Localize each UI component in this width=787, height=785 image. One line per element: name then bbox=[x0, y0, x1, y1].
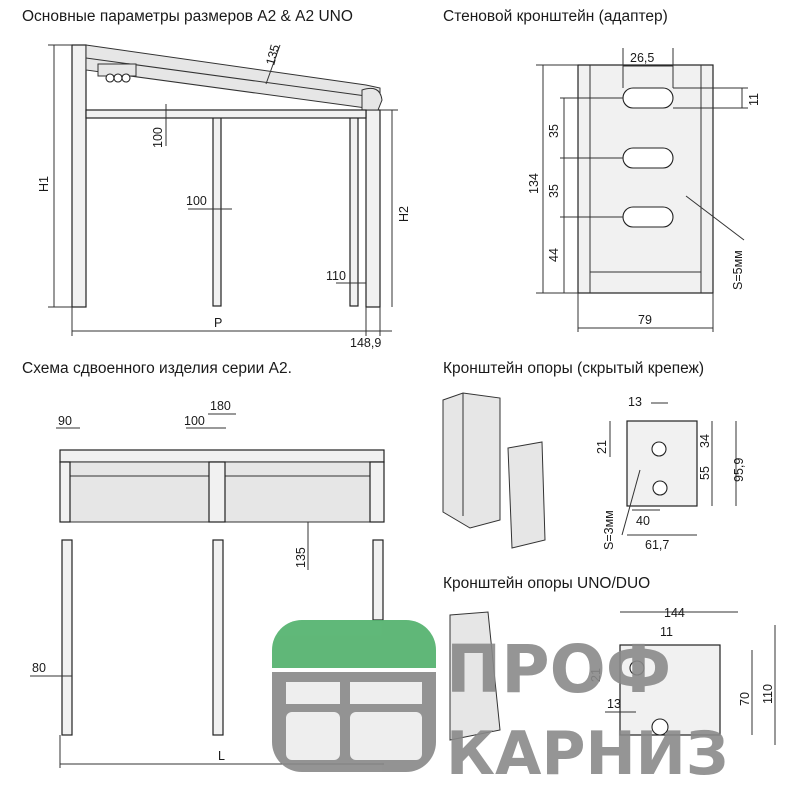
dim-hidden-40: 40 bbox=[636, 514, 650, 528]
dim-wall-35-b: 35 bbox=[547, 184, 561, 198]
logo-green-top bbox=[272, 620, 436, 668]
logo-word-bottom: КАРНИЗ bbox=[446, 719, 729, 785]
side-view-drawing: 135 100 100 H1 H2 110 P 148,9 bbox=[37, 43, 411, 350]
dim-double-135: 135 bbox=[294, 547, 308, 568]
slot-top bbox=[622, 87, 674, 109]
uno-bracket-front bbox=[619, 644, 721, 736]
dim-hidden-thickness: S=3мм bbox=[602, 510, 616, 550]
post-left bbox=[61, 539, 73, 736]
top-rail bbox=[59, 449, 385, 463]
dim-side-100-vertical: 100 bbox=[151, 127, 165, 148]
title-support-bracket-uno: Кронштейн опоры UNO/DUO bbox=[443, 575, 650, 592]
dim-hidden-13: 13 bbox=[628, 395, 642, 409]
dim-side-110: 110 bbox=[326, 269, 346, 283]
title-main-dimensions: Основные параметры размеров А2 & А2 UNO bbox=[22, 8, 353, 25]
top-beam bbox=[85, 109, 367, 119]
dim-double-l: L bbox=[218, 749, 225, 763]
post-right bbox=[372, 539, 384, 621]
brand-logo-watermark: ПРОФ КАРНИЗ bbox=[272, 620, 729, 785]
dim-wall-11: 11 bbox=[747, 93, 761, 106]
title-double-scheme: Схема сдвоенного изделия серии А2. bbox=[22, 360, 292, 377]
dim-uno-144: 144 bbox=[664, 606, 685, 620]
post-middle bbox=[212, 539, 224, 736]
title-support-bracket-hidden: Кронштейн опоры (скрытый крепеж) bbox=[443, 360, 704, 377]
dim-wall-79: 79 bbox=[638, 313, 652, 327]
dim-wall-134: 134 bbox=[527, 173, 541, 194]
dim-wall-35-a: 35 bbox=[547, 124, 561, 138]
dim-hidden-95-9: 95,9 bbox=[732, 458, 746, 482]
left-post bbox=[71, 44, 87, 308]
uno-profile-3d bbox=[449, 611, 501, 741]
right-post bbox=[365, 109, 381, 308]
dim-h2: H2 bbox=[397, 206, 411, 222]
dim-uno-11: 11 bbox=[660, 625, 673, 639]
dim-uno-21: 21 bbox=[589, 668, 603, 682]
middle-post bbox=[212, 115, 222, 307]
wall-bracket-detail bbox=[97, 63, 137, 83]
gutter bbox=[361, 87, 383, 111]
dim-hidden-21: 21 bbox=[595, 440, 609, 454]
double-scheme-drawing: 90 180 100 135 80 L bbox=[30, 399, 385, 768]
dim-wall-thickness: S=5мм bbox=[731, 250, 745, 290]
cover-3d bbox=[507, 441, 546, 549]
dim-h1: H1 bbox=[37, 176, 51, 192]
title-wall-bracket: Стеновой кронштейн (адаптер) bbox=[443, 8, 668, 25]
slot-bottom bbox=[622, 206, 674, 228]
dim-double-100: 100 bbox=[184, 414, 205, 428]
dim-hidden-34: 34 bbox=[698, 434, 712, 448]
support-bracket-hidden-drawing: 13 21 34 55 95,9 40 61,7 S=3мм bbox=[442, 392, 746, 552]
dim-uno-70: 70 bbox=[738, 692, 752, 706]
dim-side-100-horizontal: 100 bbox=[186, 194, 207, 208]
dim-wall-26-5: 26,5 bbox=[630, 51, 654, 65]
wall-bracket-drawing: 26,5 11 35 35 44 134 79 S=5мм bbox=[527, 48, 761, 332]
support-bracket-uno-drawing: 144 11 21 13 70 110 bbox=[449, 606, 776, 745]
dim-double-90: 90 bbox=[58, 414, 72, 428]
slot-middle bbox=[622, 147, 674, 169]
dim-uno-13: 13 bbox=[607, 697, 621, 711]
dim-double-180: 180 bbox=[210, 399, 231, 413]
profile-3d bbox=[442, 392, 501, 529]
dim-side-148-9: 148,9 bbox=[350, 336, 381, 350]
dim-uno-110: 110 bbox=[761, 684, 775, 704]
dim-side-135: 135 bbox=[263, 43, 282, 67]
dim-p: P bbox=[214, 316, 222, 330]
logo-word-top: ПРОФ bbox=[446, 631, 671, 708]
dim-wall-44: 44 bbox=[547, 248, 561, 262]
dim-double-80: 80 bbox=[32, 661, 46, 675]
inner-right-post bbox=[349, 115, 359, 307]
dim-hidden-61-7: 61,7 bbox=[645, 538, 669, 552]
dim-hidden-55: 55 bbox=[698, 466, 712, 480]
